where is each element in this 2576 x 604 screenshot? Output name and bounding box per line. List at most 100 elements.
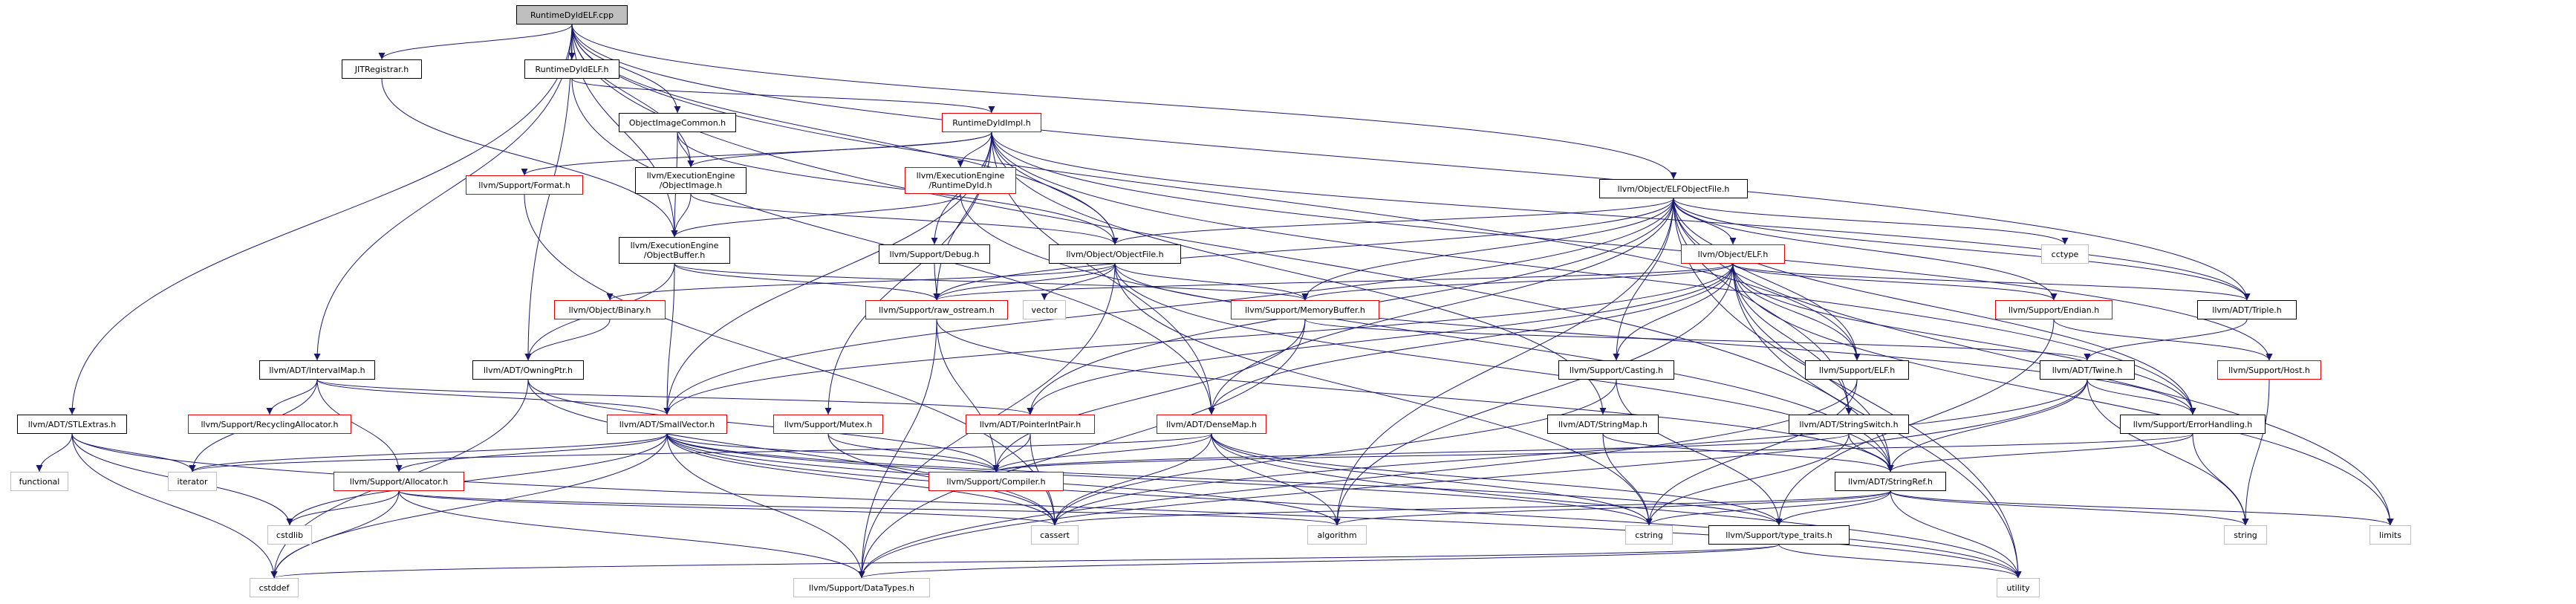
edge-root-to-elfobjfile [571,24,1677,180]
node-triple-h[interactable]: llvm/ADT/Triple.h [2197,300,2297,319]
edge-rdimpl-to-stringmap [991,131,1607,415]
node-vector: vector [1023,300,1066,319]
edge-objfile-to-vector [1041,263,1116,301]
node-executionengine-objectbuffer-h[interactable]: llvm/ExecutionEngine /ObjectBuffer.h [619,237,730,264]
edge-rdelf_h-to-rdimpl [571,78,995,114]
node-raw-ostream-h[interactable]: llvm/Support/raw_ostream.h [865,300,1008,319]
node-utility: utility [1997,578,2040,597]
edge-typetraits-to-datatypes [859,544,1780,579]
edge-stringref-to-typetraits [1775,490,1891,526]
edge-densemap-to-algorithm [1211,433,1341,526]
node-support-elf-h[interactable]: llvm/Support/ELF.h [1805,360,1909,380]
edge-densemap-to-cstring [1211,433,1653,526]
edge-root-to-supelf [571,24,1861,361]
node-memorybuffer-h[interactable]: llvm/Support/MemoryBuffer.h [1231,300,1379,319]
edge-endian-to-host [2053,319,2273,361]
edge-elfobjfile-to-supelf [1673,198,1861,361]
node-objectfile-h[interactable]: llvm/Object/ObjectFile.h [1049,244,1181,264]
edge-rdimpl-to-ee_rd [957,131,992,168]
node-runtimedyldelf-cpp: RuntimeDyldELF.cpp [516,5,628,25]
node-executionengine-objectimage-h[interactable]: llvm/ExecutionEngine /ObjectImage.h [635,167,747,194]
edge-ee_objbuf-to-raw_ostream [674,263,940,301]
edge-smallvector-to-typetraits [666,433,1783,526]
edge-objfile-to-stringref [1114,263,1894,473]
edge-stlextras-to-utility [71,433,2022,579]
edge-errhandling-to-string [2192,433,2249,526]
node-datatypes-h: llvm/Support/DataTypes.h [793,578,930,597]
node-elfobjectfile-h[interactable]: llvm/Object/ELFObjectFile.h [1599,179,1748,198]
edge-objelf-to-casting [1613,263,1734,361]
node-jitregistrar-h[interactable]: JITRegistrar.h [342,59,422,79]
edge-smallvector-to-compiler [666,433,1000,473]
node-runtimedyldelf-h[interactable]: RuntimeDyldELF.h [524,59,619,79]
node-densemap-h[interactable]: llvm/ADT/DenseMap.h [1157,415,1266,434]
edge-allocator-to-cstddef [270,490,400,579]
node-twine-h[interactable]: llvm/ADT/Twine.h [2040,360,2135,380]
node-iterator: iterator [168,472,217,491]
node-smallvector-h[interactable]: llvm/ADT/SmallVector.h [607,415,727,434]
node-string: string [2224,525,2267,545]
edge-rdimpl-to-triple [991,131,2251,301]
node-objectimagecommon-h[interactable]: ObjectImageCommon.h [619,113,736,132]
node-compiler-h[interactable]: llvm/Support/Compiler.h [928,472,1064,491]
edge-twine-to-cassert [1051,379,2088,526]
edge-smallvector-to-cstddef [270,433,668,579]
edge-binary-to-owningptr [524,319,611,361]
edge-stlextras-to-iterator [71,433,196,473]
edge-objelf-to-supelf [1732,263,1861,361]
edge-elfobjfile-to-endian [1673,198,2058,301]
node-mutex-h[interactable]: llvm/Support/Mutex.h [773,415,883,434]
edge-stlextras-to-functional [36,433,73,473]
edge-allocator-to-cstdlib [286,490,400,526]
edge-stringref-to-utility [1890,490,2022,579]
node-pointerintpair-h[interactable]: llvm/ADT/PointerIntPair.h [966,415,1095,434]
node-stringswitch-h[interactable]: llvm/ADT/StringSwitch.h [1789,415,1909,434]
edge-objfile-to-errhandling [1114,263,2196,415]
edge-stringref-to-cassert [1051,490,1891,526]
edge-elfobjfile-to-membuf [1301,198,1674,301]
edge-casting-to-cassert [1051,379,1617,526]
node-allocator-h[interactable]: llvm/Support/Allocator.h [334,472,464,491]
node-stringmap-h[interactable]: llvm/ADT/StringMap.h [1547,415,1659,434]
edge-rdimpl-to-host [991,131,2273,361]
node-casting-h[interactable]: llvm/Support/Casting.h [1558,360,1674,380]
node-object-binary-h[interactable]: llvm/Object/Binary.h [554,300,666,319]
edge-objelf-to-errhandling [1732,263,2196,415]
edge-elfobjfile-to-stringswitch [1673,198,1853,415]
edge-ee_objbuf-to-smallvector [663,263,675,415]
node-intervalmap-h[interactable]: llvm/ADT/IntervalMap.h [259,360,375,380]
edge-elfobjfile-to-errhandling [1673,198,2196,415]
edge-intervalmap-to-recycling [266,379,318,415]
edge-densemap-to-typetraits [1211,433,1783,526]
edge-objelf-to-raw_ostream [933,263,1734,301]
node-type-traits-h[interactable]: llvm/Support/type_traits.h [1708,525,1850,545]
node-owningptr-h[interactable]: llvm/ADT/OwningPtr.h [472,360,584,380]
edge-casting-to-typetraits [1616,379,1783,526]
node-cctype: cctype [2041,244,2089,264]
edge-triple-to-twine [2084,319,2248,361]
edge-typetraits-to-utility [1778,544,2022,579]
edge-ee_rd-to-ee_objbuf [671,193,961,238]
node-debug-h[interactable]: llvm/Support/Debug.h [879,244,990,264]
edge-ee_objbuf-to-membuf [674,263,1309,301]
node-stringref-h[interactable]: llvm/ADT/StringRef.h [1835,472,1946,491]
edge-elfobjfile-to-casting [1613,198,1674,361]
node-endian-h[interactable]: llvm/Support/Endian.h [1995,300,2112,319]
edge-allocator-to-algorithm [398,490,1340,526]
node-executionengine-runtimedyld-h[interactable]: llvm/ExecutionEngine /RuntimeDyld.h [905,167,1016,194]
edge-membuf-to-datatypes [858,319,1306,579]
node-cstddef: cstddef [250,578,299,597]
edge-objfile-to-membuf [1114,263,1309,301]
node-object-elf-h[interactable]: llvm/Object/ELF.h [1681,244,1785,264]
node-recyclingallocator-h[interactable]: llvm/Support/RecyclingAllocator.h [188,415,351,434]
edge-objfile-to-binary [606,263,1116,301]
node-format-h[interactable]: llvm/Support/Format.h [466,175,583,195]
edge-typetraits-to-cstddef [271,544,1780,579]
node-host-h[interactable]: llvm/Support/Host.h [2217,360,2321,380]
edge-intervalmap-to-allocator [316,379,403,473]
edge-smallvector-to-cstring [666,433,1653,526]
node-stlextras-h[interactable]: llvm/ADT/STLExtras.h [17,415,127,434]
node-errorhandling-h[interactable]: llvm/Support/ErrorHandling.h [2120,415,2266,434]
node-runtimedyldimpl-h[interactable]: RuntimeDyldImpl.h [942,113,1041,132]
node-algorithm: algorithm [1307,525,1367,545]
